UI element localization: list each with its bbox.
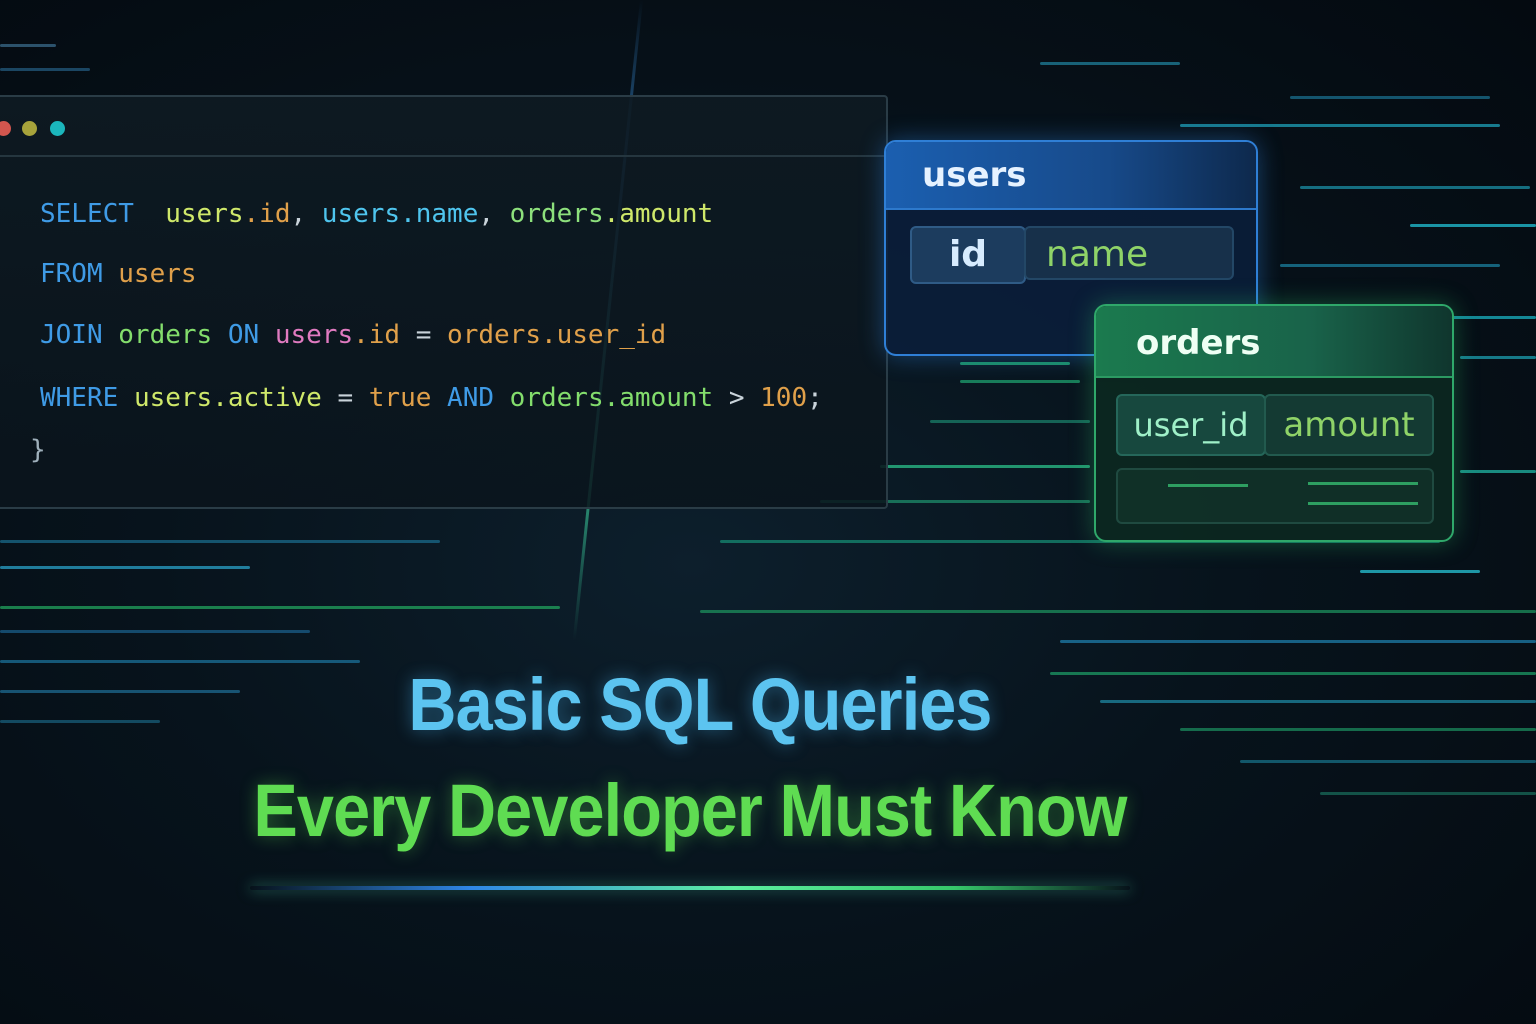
row-placeholder-line: [1308, 482, 1418, 485]
headline-line-2: Every Developer Must Know: [253, 769, 1127, 852]
identifier: users: [133, 383, 213, 413]
orders-table-title: orders: [1096, 306, 1452, 378]
punctuation: ;: [807, 383, 823, 413]
row-placeholder-line: [1308, 502, 1418, 505]
code-line-1: SELECT users.id, users.name, orders.amou…: [40, 197, 713, 231]
identifier: users: [321, 199, 401, 229]
window-title-bar: [0, 97, 886, 157]
identifier: users: [274, 320, 354, 350]
table-name: users: [118, 259, 197, 289]
identifier: orders: [509, 383, 604, 413]
minimize-dot-icon: [22, 121, 37, 136]
users-column-id: id: [910, 226, 1026, 284]
punctuation: }: [30, 435, 46, 465]
operator: =: [337, 383, 354, 413]
identifier: .id: [353, 320, 401, 350]
table-name: orders: [118, 320, 213, 350]
identifier: orders: [447, 320, 541, 350]
identifier: users: [165, 199, 244, 229]
keyword: WHERE: [40, 383, 119, 413]
identifier: .user_id: [540, 320, 667, 350]
maximize-dot-icon: [50, 121, 65, 136]
underline-glow: [250, 886, 1130, 890]
orders-data-row: [1116, 468, 1434, 524]
identifier: .name: [400, 199, 479, 229]
identifier: .amount: [603, 383, 714, 413]
users-table-card: users id name: [884, 140, 1258, 356]
identifier: .amount: [603, 199, 714, 229]
code-editor-window: SELECT users.id, users.name, orders.amou…: [0, 95, 888, 509]
keyword: AND: [447, 383, 495, 413]
code-line-5: }: [30, 433, 46, 467]
close-dot-icon: [0, 121, 11, 136]
keyword: ON: [227, 320, 260, 350]
headline-line-1: Basic SQL Queries: [408, 663, 992, 746]
punctuation: ,: [478, 199, 495, 229]
orders-column-amount: amount: [1264, 394, 1434, 456]
orders-column-user-id: user_id: [1116, 394, 1266, 456]
literal: true: [368, 383, 432, 413]
users-table-title: users: [886, 142, 1256, 210]
identifier: .id: [243, 199, 291, 229]
code-line-4: WHERE users.active = true AND orders.amo…: [40, 381, 823, 415]
orders-table-card: orders user_id amount: [1094, 304, 1454, 542]
users-column-name: name: [1024, 226, 1234, 280]
operator: >: [728, 383, 745, 413]
keyword: FROM: [40, 259, 103, 289]
code-line-2: FROM users: [40, 257, 197, 291]
row-placeholder-line: [1168, 484, 1248, 487]
punctuation: ,: [290, 199, 307, 229]
keyword: SELECT: [40, 199, 134, 229]
number-literal: 100: [760, 383, 808, 413]
keyword: JOIN: [40, 320, 103, 350]
operator: =: [415, 320, 432, 350]
identifier: .active: [212, 383, 322, 413]
identifier: orders: [509, 199, 604, 229]
code-line-3: JOIN orders ON users.id = orders.user_id: [40, 318, 666, 352]
